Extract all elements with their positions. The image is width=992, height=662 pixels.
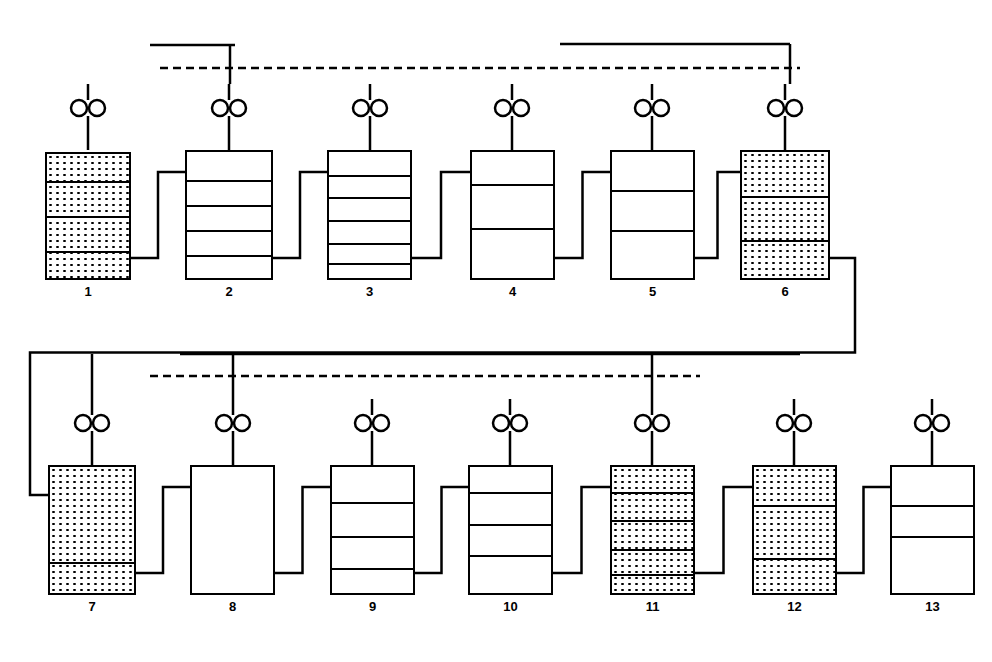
feed-pipe (232, 354, 235, 399)
tray-plate (187, 230, 271, 232)
tray-plate (754, 558, 835, 560)
pipe-line (555, 172, 610, 258)
vessel-label: 11 (644, 599, 662, 614)
agitator-symbol (768, 84, 802, 150)
agitator-symbol (493, 399, 527, 465)
tray-plate (612, 492, 693, 494)
pipe-line (273, 172, 327, 258)
agitator-symbol (635, 84, 669, 150)
vessel-box: 12 (752, 465, 837, 595)
agitator-symbol (355, 399, 389, 465)
tray-plate (612, 190, 693, 192)
agitator-symbol (915, 399, 949, 465)
header-pipe (160, 67, 800, 70)
tray-plate (742, 240, 828, 242)
tray-plate (329, 197, 410, 199)
tray-plate (47, 251, 129, 253)
pipe-line (695, 172, 740, 258)
vessel-box: 9 (330, 465, 415, 595)
agitator-symbol (71, 84, 105, 150)
vessel-box: 3 (327, 150, 412, 280)
pipe-line (412, 172, 470, 258)
tray-plate (187, 205, 271, 207)
tray-plate (50, 562, 134, 564)
tray-plate (187, 180, 271, 182)
vessel-box: 5 (610, 150, 695, 280)
vessel-box: 8 (190, 465, 275, 595)
tray-plate (612, 230, 693, 232)
vessel-box: 2 (185, 150, 273, 280)
tray-plate (329, 263, 410, 265)
feed-pipe (229, 45, 232, 84)
pipe-line (136, 487, 190, 573)
vessel-label: 3 (364, 284, 375, 299)
vessel-label: 7 (86, 599, 97, 614)
vessel-label: 8 (227, 599, 238, 614)
pipe-line (131, 172, 185, 258)
vessel-box: 13 (890, 465, 975, 595)
tray-plate (329, 243, 410, 245)
tray-plate (470, 492, 551, 494)
vessel-label: 10 (501, 599, 519, 614)
vessel-label: 9 (367, 599, 378, 614)
tray-plate (329, 175, 410, 177)
vessel-label: 5 (647, 284, 658, 299)
header-pipe (560, 43, 790, 46)
tray-plate (612, 549, 693, 551)
vessel-label: 2 (223, 284, 234, 299)
tray-plate (47, 216, 129, 218)
vessel-label: 6 (779, 284, 790, 299)
vessel-box: 10 (468, 465, 553, 595)
tray-plate (892, 536, 973, 538)
pipe-line (30, 258, 855, 495)
tray-plate (612, 520, 693, 522)
pipe-line (695, 487, 752, 573)
agitator-symbol (495, 84, 529, 150)
agitator-symbol (777, 399, 811, 465)
vessel-box: 1 (45, 152, 131, 280)
vessel-label: 4 (507, 284, 518, 299)
pipe-line (553, 487, 610, 573)
vessel-label: 12 (785, 599, 803, 614)
agitator-symbol (216, 399, 250, 465)
header-pipe (150, 44, 235, 47)
tray-plate (329, 220, 410, 222)
agitator-symbol (353, 84, 387, 150)
tray-plate (332, 568, 413, 570)
agitator-symbol (75, 399, 109, 465)
tray-plate (332, 536, 413, 538)
tray-plate (742, 196, 828, 198)
tray-plate (472, 228, 553, 230)
pipe-line (837, 487, 890, 573)
header-pipes (92, 44, 800, 399)
vessel-box: 7 (48, 465, 136, 595)
vessel-label: 1 (82, 284, 93, 299)
vessel-label: 13 (923, 599, 941, 614)
tray-plate (332, 502, 413, 504)
tray-plate (470, 524, 551, 526)
vessel-box: 11 (610, 465, 695, 595)
agitator-symbol (212, 84, 246, 150)
tray-plate (470, 555, 551, 557)
feed-pipe (789, 44, 792, 84)
tray-plate (612, 574, 693, 576)
vessel-box: 4 (470, 150, 555, 280)
tray-plate (754, 505, 835, 507)
pipe-line (275, 487, 330, 573)
feed-pipe (651, 354, 654, 399)
feed-pipe (91, 354, 94, 399)
pipe-line (415, 487, 468, 573)
tray-plate (892, 505, 973, 507)
agitator-symbol (635, 399, 669, 465)
tray-plate (187, 255, 271, 257)
vessel-box: 6 (740, 150, 830, 280)
tray-plate (472, 184, 553, 186)
tray-plate (47, 181, 129, 183)
